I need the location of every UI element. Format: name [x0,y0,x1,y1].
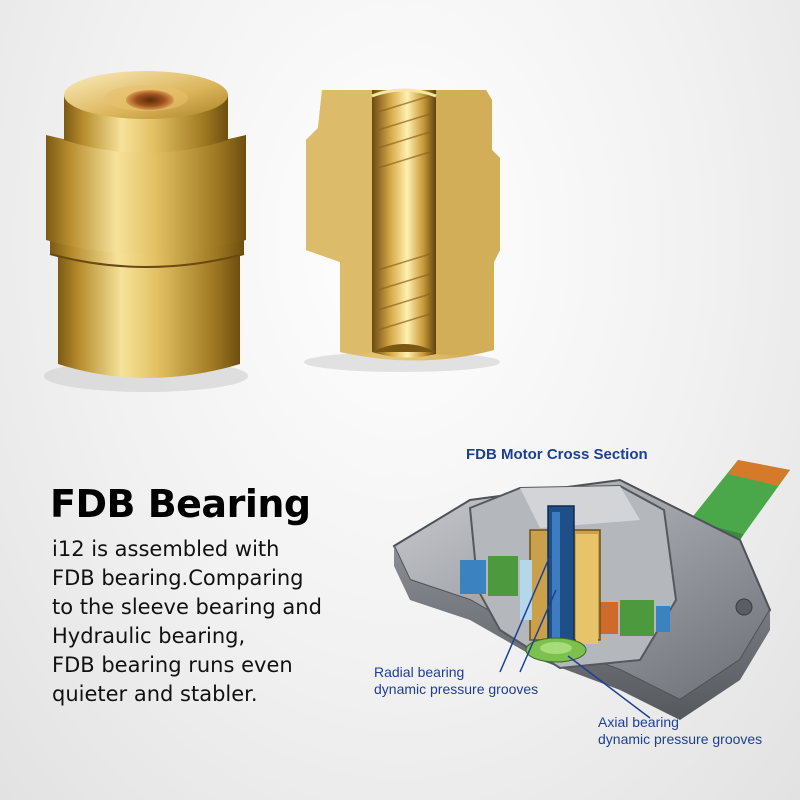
brass-bearing-whole [44,71,248,392]
description-line: FDB bearing runs even [52,653,293,677]
description-line: to the sleeve bearing and [52,595,322,619]
axial-callout-line: dynamic pressure grooves [598,731,763,747]
brass-bearing-cutaway [304,88,500,372]
radial-callout-line: Radial bearing [374,664,465,680]
description-line: quieter and stabler. [52,682,258,706]
axial-callout-line: Axial bearing [598,714,679,730]
description-line: i12 is assembled with [52,537,280,561]
radial-bearing-callout: Radial bearing dynamic pressure grooves [374,664,538,698]
description-text: i12 is assembled with FDB bearing.Compar… [52,535,322,709]
motor-cross-section-diagram [392,460,790,720]
description-line: Hydraulic bearing, [52,624,246,648]
headline: FDB Bearing [50,482,311,526]
diagram-title: FDB Motor Cross Section [466,446,648,463]
radial-callout-line: dynamic pressure grooves [374,681,539,697]
description-line: FDB bearing.Comparing [52,566,304,590]
axial-bearing-callout: Axial bearing dynamic pressure grooves [598,714,762,748]
